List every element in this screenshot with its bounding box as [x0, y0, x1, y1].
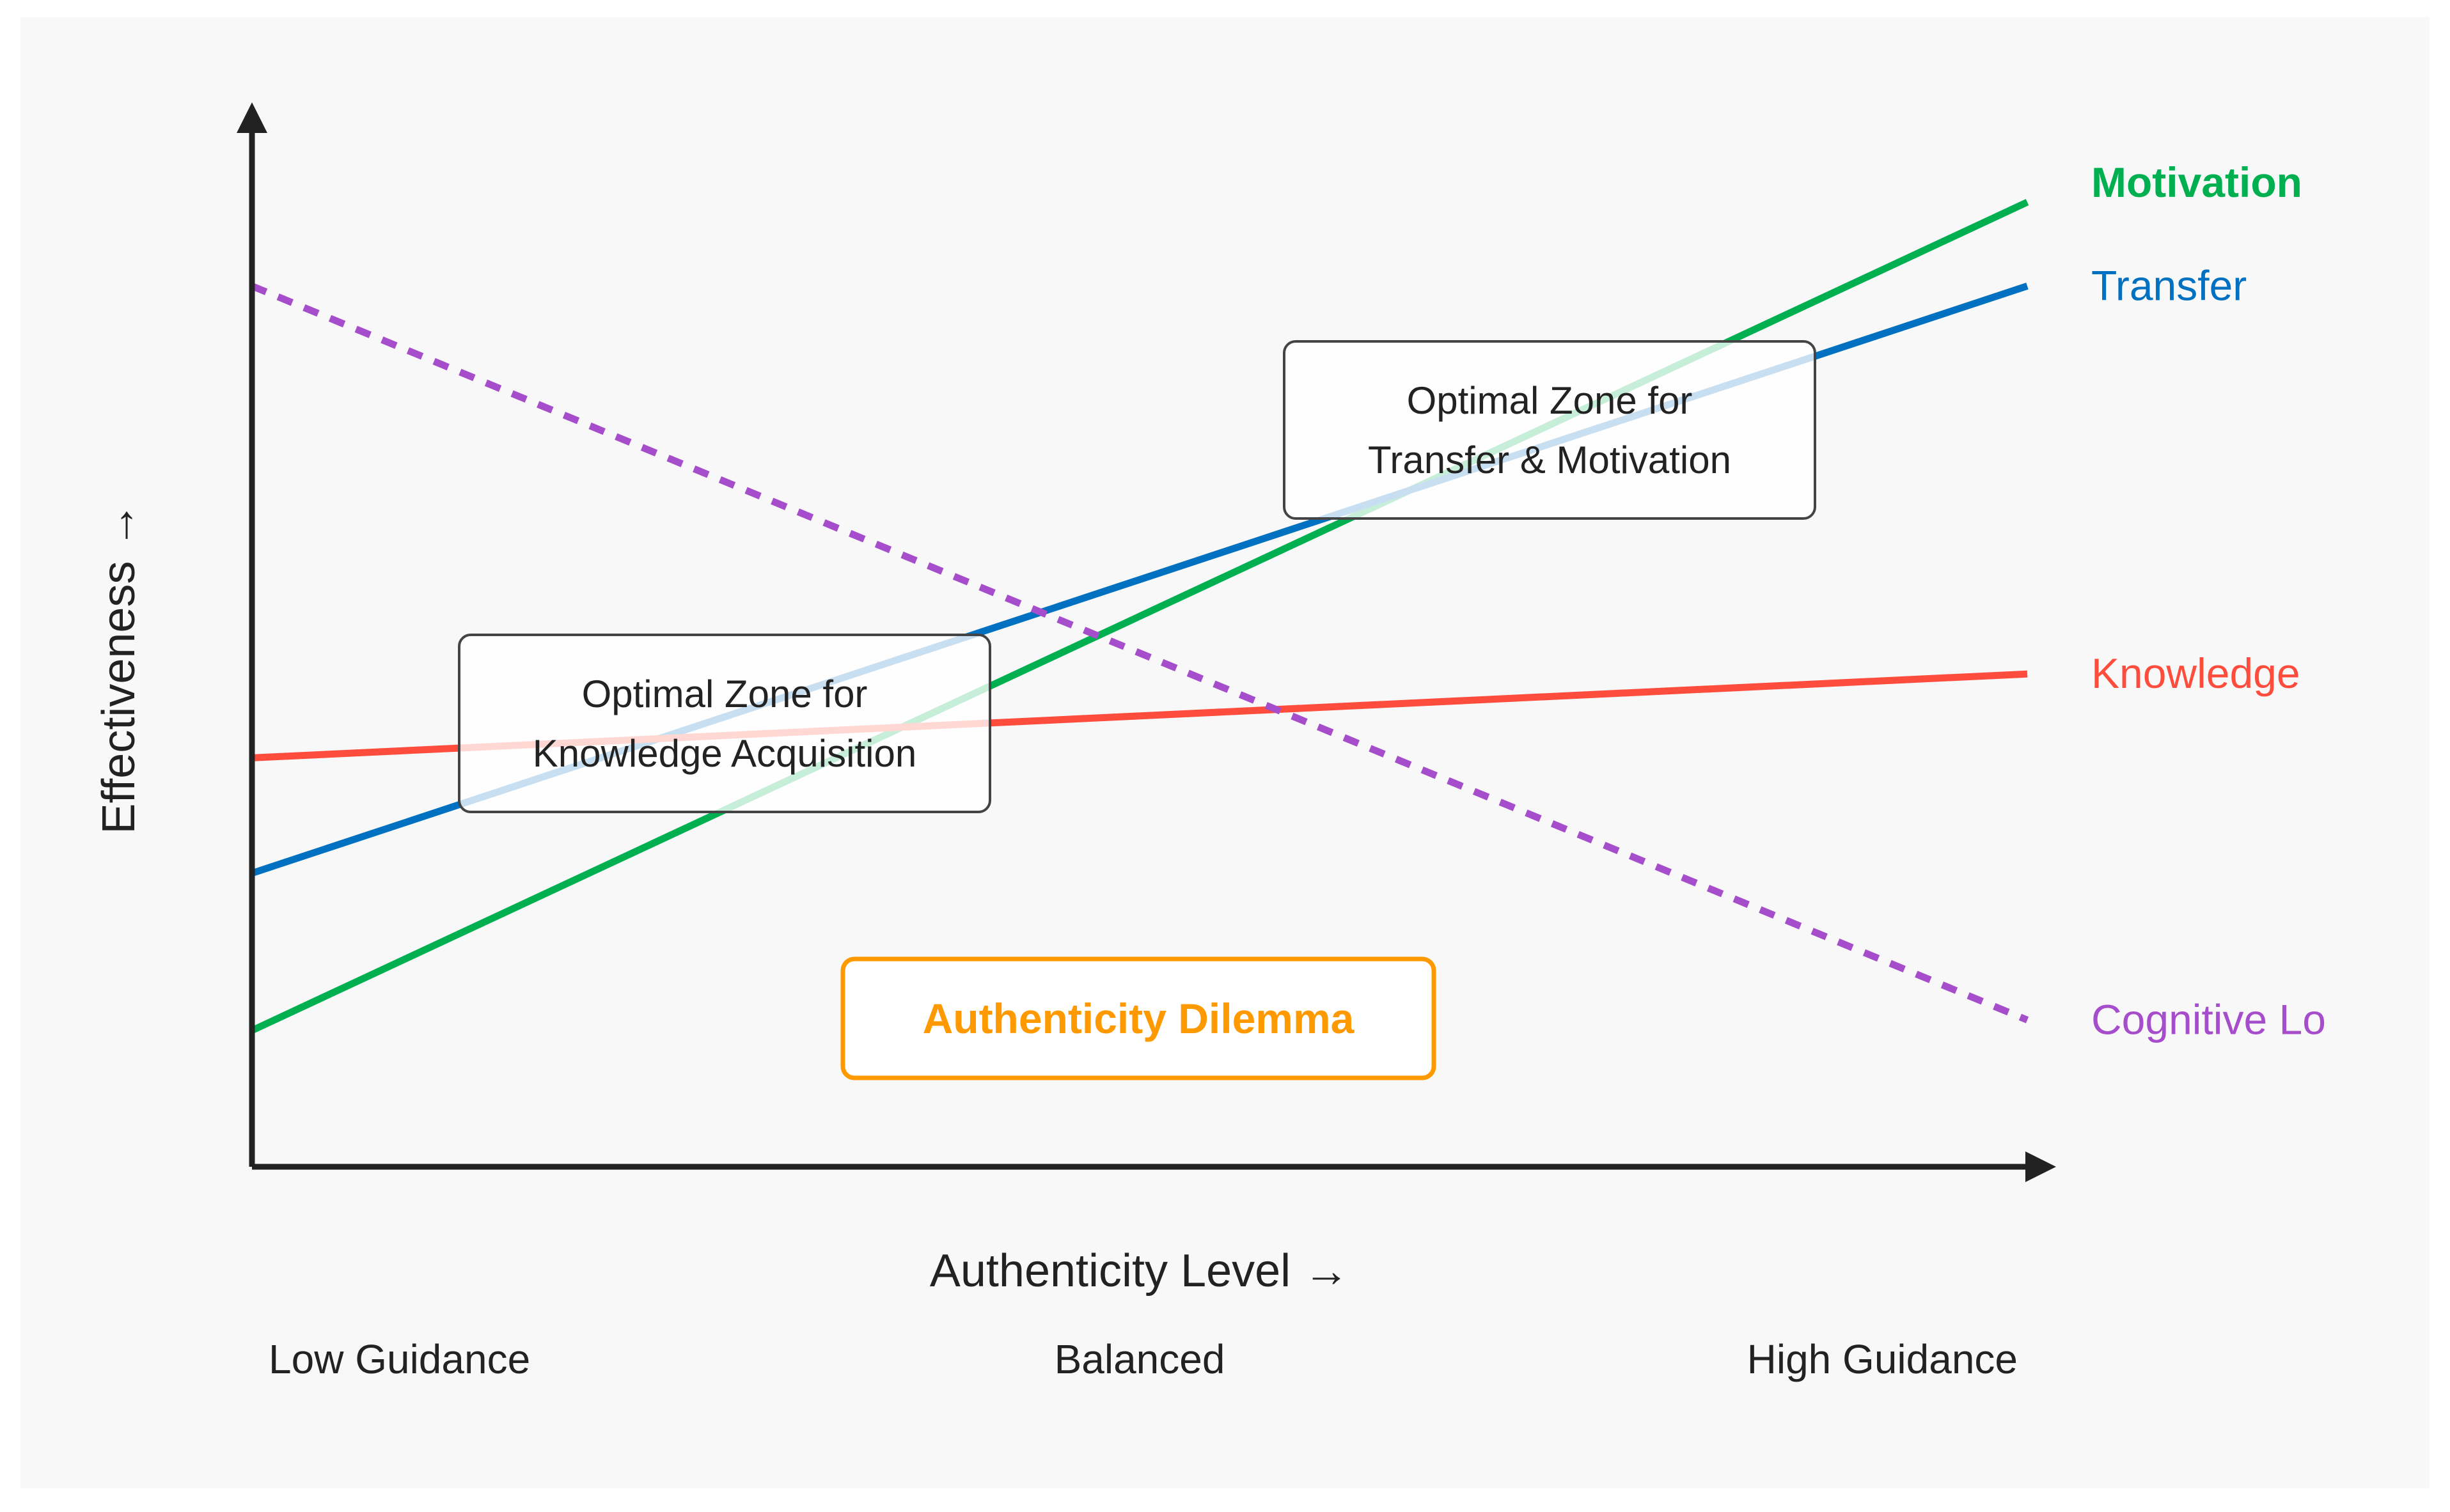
x-axis-arrowhead: [2025, 1151, 2056, 1182]
annotation-text: Authenticity Dilemma: [923, 995, 1355, 1042]
annotation-text: Transfer & Motivation: [1368, 439, 1731, 481]
annotation-box: [1283, 340, 1816, 520]
x-region-label-low: Low Guidance: [269, 1336, 530, 1382]
series-label-motivation: Motivation: [2091, 159, 2302, 206]
x-axis-label: Authenticity Level →: [930, 1245, 1349, 1297]
annotation-box: [458, 634, 991, 813]
x-region-label-balanced: Balanced: [1055, 1336, 1225, 1382]
series-line-cognitive-lo: [250, 283, 2029, 1024]
series-label-knowledge: Knowledge: [2091, 650, 2300, 697]
y-axis-arrowhead: [237, 102, 267, 133]
x-region-label-high: High Guidance: [1747, 1336, 2018, 1382]
annotation-box: [840, 956, 1436, 1080]
annotation-text: Optimal Zone for: [1407, 379, 1693, 422]
series-label-transfer: Transfer: [2091, 261, 2247, 309]
series-label-cognitive-lo: Cognitive Lo: [2091, 995, 2326, 1043]
y-axis-label: Effectiveness →: [93, 503, 145, 834]
annotation-dilemma: Authenticity Dilemma: [840, 956, 1436, 1080]
annotation-text: Optimal Zone for: [582, 673, 868, 715]
annotation-text: Knowledge Acquisition: [533, 732, 916, 775]
